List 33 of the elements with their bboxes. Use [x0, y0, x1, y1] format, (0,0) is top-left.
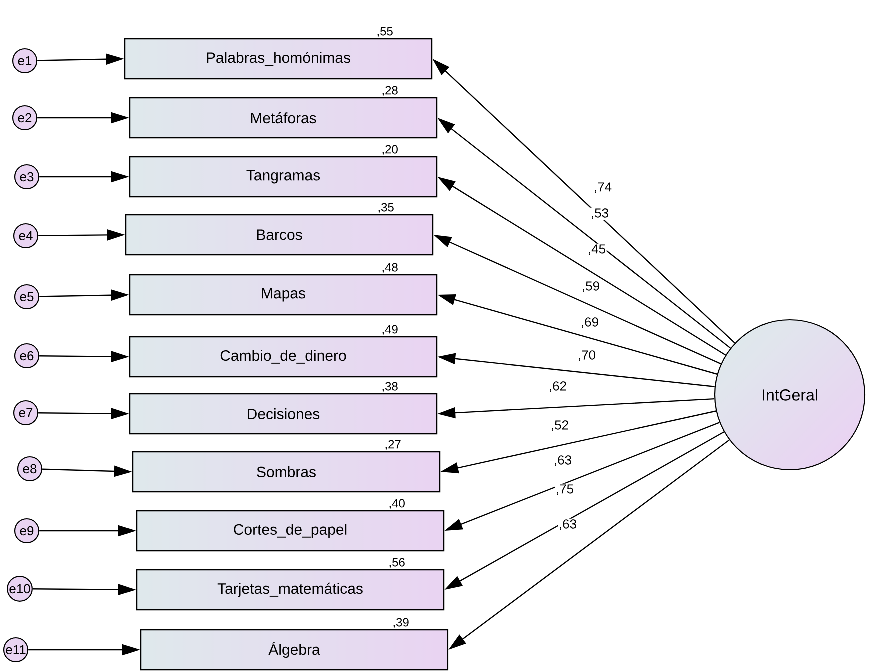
variable-box: Barcos [125, 214, 434, 256]
value-label: ,38 [382, 382, 398, 392]
edge-label: ,63 [558, 518, 578, 532]
value-label: ,40 [390, 499, 405, 510]
edge-label: ,45 [587, 244, 607, 256]
value-label: ,55 [378, 27, 393, 38]
value-label: ,28 [382, 86, 398, 96]
edge-label: ,53 [590, 208, 610, 220]
variable-box: Tarjetas_matemáticas [136, 569, 445, 611]
variable-box: Metáforas [129, 97, 438, 139]
edge-label: ,52 [550, 420, 570, 432]
edge-label: ,63 [553, 454, 573, 468]
value-label: ,20 [382, 145, 398, 156]
value-label: ,56 [390, 558, 405, 568]
variable-box: Mapas [129, 274, 438, 316]
value-label: ,27 [386, 440, 401, 450]
variable-box: Cortes_de_papel [136, 510, 445, 552]
variable-box: Álgebra [140, 629, 449, 671]
value-label: ,48 [382, 263, 398, 274]
edge-label: ,74 [593, 182, 613, 194]
variable-box: Palabras_homónimas [124, 38, 433, 80]
edge-label: ,59 [581, 280, 601, 294]
value-label: ,39 [394, 618, 409, 628]
variable-box: Tangramas [129, 156, 438, 198]
variable-box: Cambio_de_dinero [129, 336, 438, 378]
variable-box: Sombras [132, 451, 441, 493]
edge-label: ,75 [555, 484, 575, 496]
edge-label: ,62 [548, 380, 568, 394]
value-label: ,49 [382, 325, 398, 336]
variable-box: Decisiones [129, 393, 438, 435]
value-label: ,35 [378, 203, 394, 214]
edge-label: ,69 [580, 316, 600, 330]
edge-label: ,70 [577, 350, 597, 362]
